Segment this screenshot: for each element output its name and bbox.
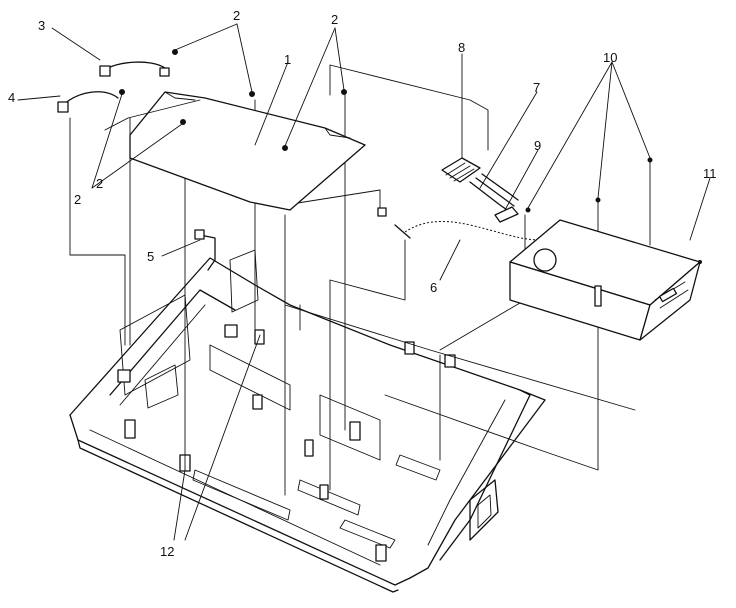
callout-12: 12	[160, 544, 174, 559]
cable-3	[99, 61, 170, 77]
callout-labels: 1 2 2 2 2 3 4 5 6 7 8 9 10 11 12	[8, 8, 717, 559]
assembly-leader-lines	[69, 64, 651, 496]
callout-8: 8	[458, 40, 465, 55]
callout-2-top-right: 2	[331, 12, 338, 27]
callout-2-left-low: 2	[74, 192, 81, 207]
callout-1: 1	[284, 52, 291, 67]
callout-2-top-left: 2	[233, 8, 240, 23]
callout-9: 9	[534, 138, 541, 153]
callout-4: 4	[8, 90, 15, 105]
callout-2-left-mid: 2	[96, 176, 103, 191]
connector-8	[441, 157, 481, 183]
cable-4	[57, 91, 119, 113]
base-chassis	[69, 249, 546, 593]
ribbon-cable-7	[469, 173, 519, 213]
callout-11: 11	[703, 166, 717, 181]
callout-5: 5	[147, 249, 154, 264]
cover-plate	[104, 91, 366, 211]
clip-9	[494, 206, 519, 223]
cable-6	[377, 207, 541, 241]
screws	[119, 49, 653, 213]
callout-leaders	[17, 23, 711, 541]
cable-5	[194, 229, 216, 271]
callout-7: 7	[533, 80, 540, 95]
callout-10: 10	[603, 50, 617, 65]
callout-3: 3	[38, 18, 45, 33]
callout-6: 6	[430, 280, 437, 295]
drive-unit-11	[509, 219, 702, 341]
